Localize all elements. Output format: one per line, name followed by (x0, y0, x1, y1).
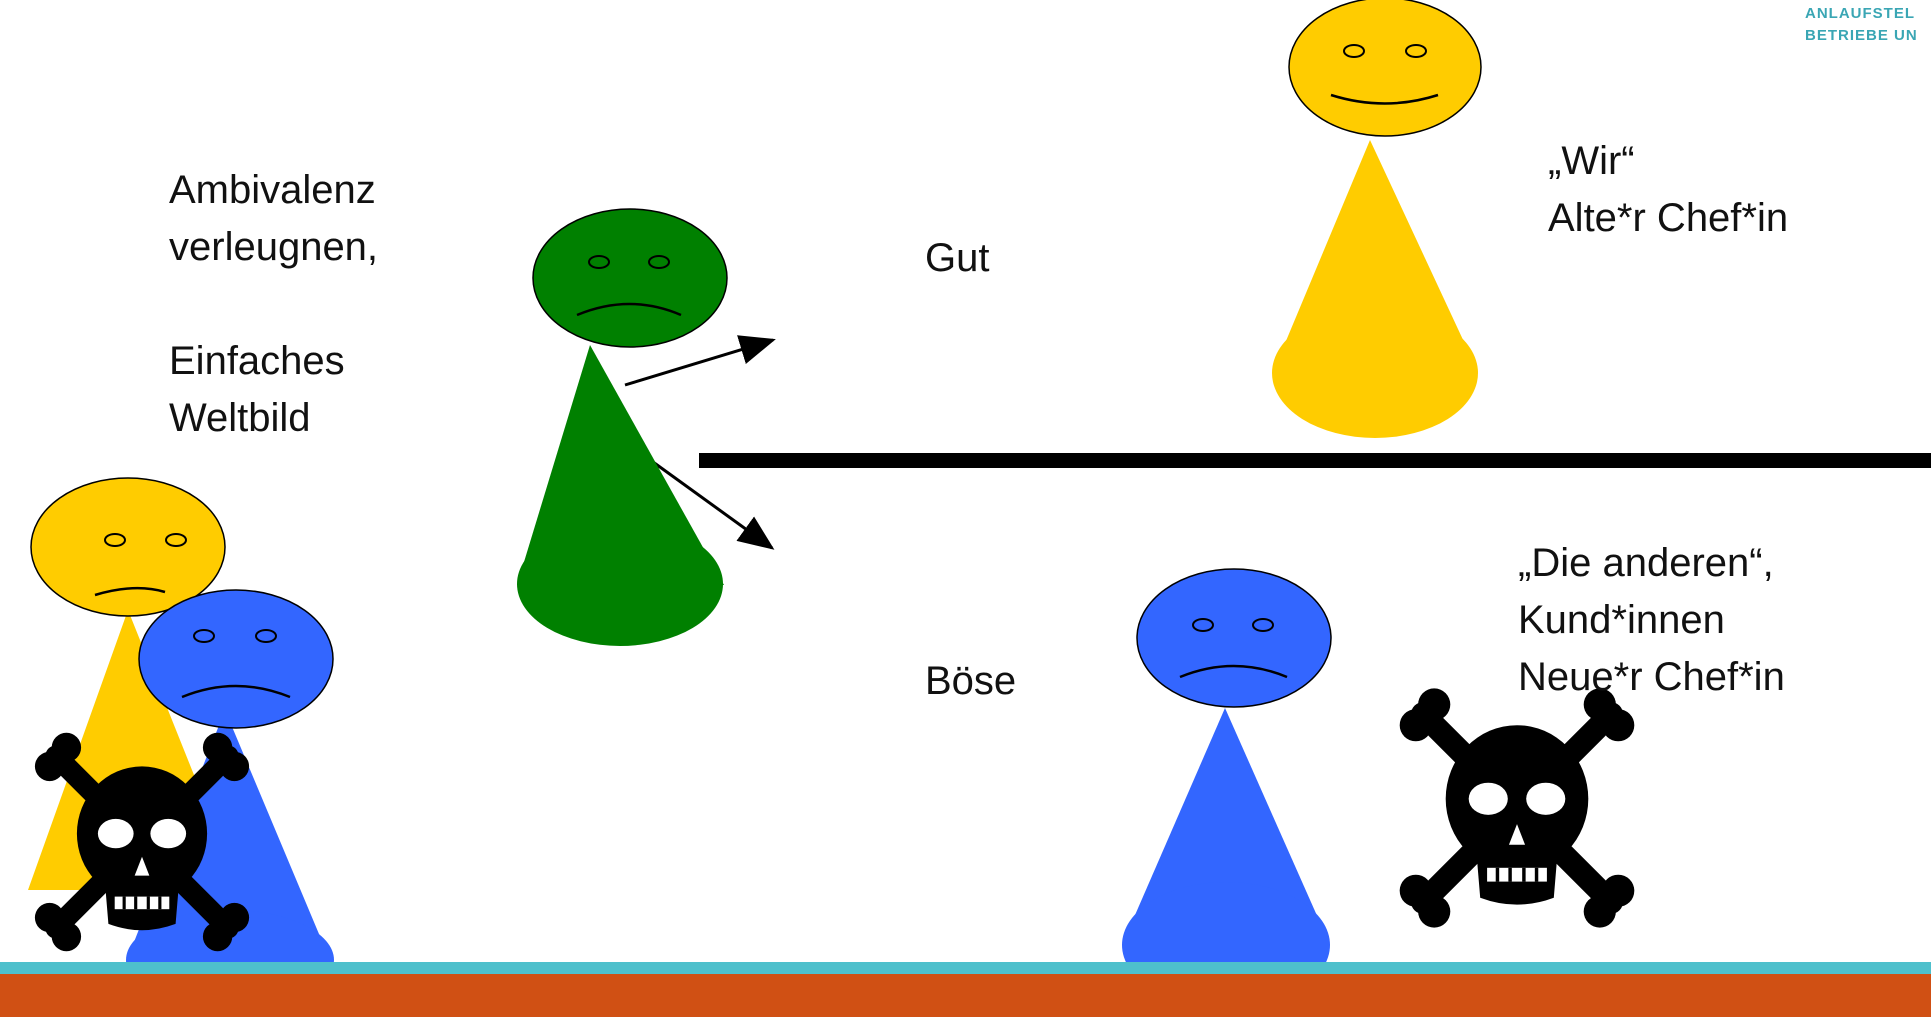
left-text-line-1: Ambivalenz (169, 162, 376, 219)
good-group-line-1: „Wir“ (1548, 133, 1635, 190)
sad-face-icon (533, 209, 727, 347)
blue-sad-figure (1122, 569, 1331, 1008)
logo-text-line-2: BETRIEBE UN (1805, 27, 1918, 44)
left-text-line-2: verleugnen, (169, 219, 378, 276)
bad-group-line-1: „Die anderen“, (1518, 535, 1774, 592)
footer-band-teal (0, 962, 1931, 974)
left-text-line-3: Einfaches (169, 333, 345, 390)
divider-line (699, 453, 1931, 468)
skull-crossbones-icon (1400, 688, 1635, 927)
yellow-happy-figure (1272, 0, 1481, 438)
sad-face-icon (1137, 569, 1331, 707)
bad-group-line-3: Neue*r Chef*in (1518, 649, 1785, 706)
label-good: Gut (925, 230, 989, 287)
left-text-line-4: Weltbild (169, 390, 311, 447)
sad-face-icon (139, 590, 333, 728)
happy-face-icon (1289, 0, 1481, 136)
label-bad: Böse (925, 653, 1016, 710)
footer-band-orange (0, 974, 1931, 1017)
logo-text-line-1: ANLAUFSTEL (1805, 5, 1915, 22)
good-group-line-2: Alte*r Chef*in (1548, 190, 1788, 247)
bad-group-line-2: Kund*innen (1518, 592, 1725, 649)
green-sad-figure (517, 209, 727, 646)
title-fragment (160, 0, 840, 12)
